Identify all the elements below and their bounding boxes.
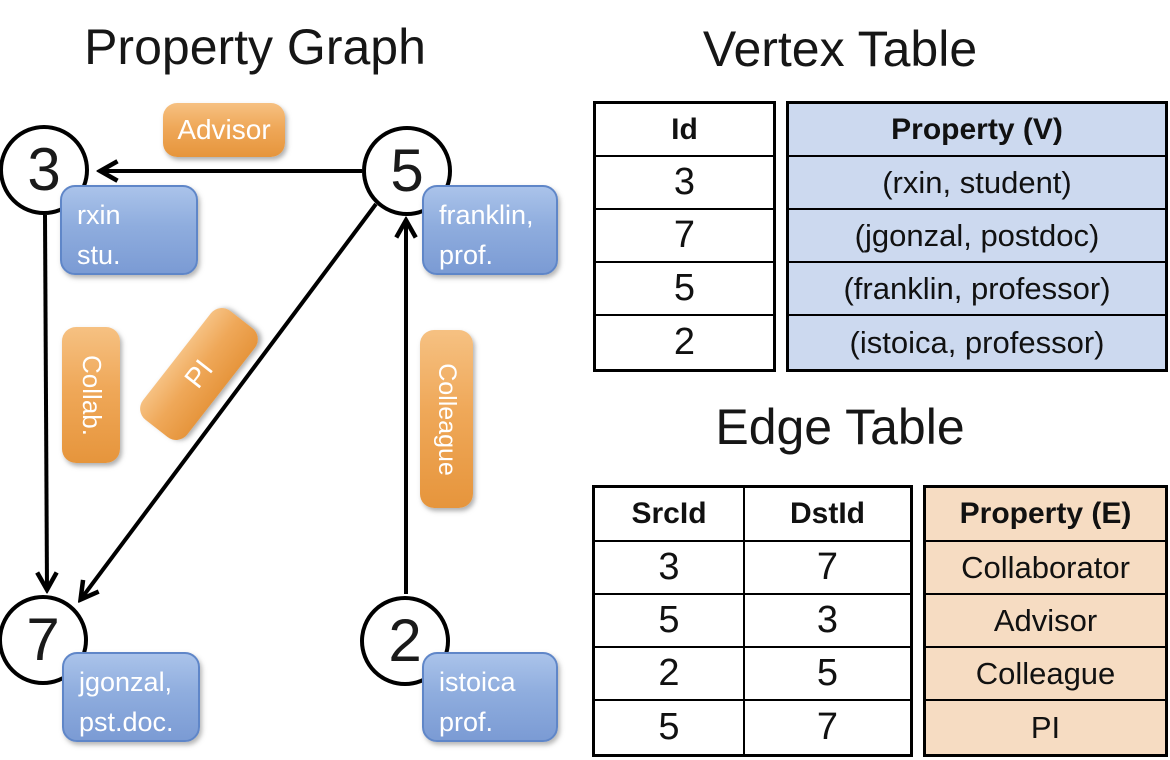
edge-table-dstid-cell: 7 [745,542,910,595]
edge-collab-3-to-7 [45,214,47,589]
edge-table-property-cell: Advisor [926,595,1165,648]
edge-table-dstid-cell: 7 [816,706,839,748]
edge-table-header-srcid: SrcId [595,488,743,542]
edge-table-title: Edge Table [715,399,965,455]
vertex-table-property-cell: (jgonzal, postdoc) [789,210,1165,263]
istoica-line1: istoica [439,667,516,697]
edge-table-header-dstid: DstId [745,488,910,542]
graph-node-3: 3 [0,125,89,215]
edge-table-srcid-column: SrcId 3 5 2 5 [595,488,745,754]
rxin-line2: stu. [77,240,121,270]
pi-pill-text: PI [178,353,219,394]
edge-table-header-property: Property (E) [926,488,1165,542]
colleague-pill-text: Colleague [433,362,461,476]
edge-pi-5-to-7 [81,202,378,599]
node-7-label: 7 [26,606,60,673]
vertex-table-id-cell: 2 [673,321,696,363]
vertex-table-header-id: Id [596,104,773,157]
edge-table-id-columns: SrcId 3 5 2 5 DstId 7 3 5 7 [592,485,913,757]
edge-table-srcid-cell: 5 [658,706,680,748]
node-5-label: 5 [390,137,424,204]
vertex-property-box-istoica: istoica prof. [422,652,558,742]
edge-label-collab: Collab. [62,327,120,463]
edge-table-dstid-column: DstId 7 3 5 7 [745,488,910,754]
vertex-property-box-jgonzal: jgonzal, pst.doc. [62,652,200,742]
edge-table-property-cell: PI [926,701,1165,754]
jgonzal-line2: pst.doc. [79,707,174,737]
edge-table-dstid-cell: 3 [745,595,910,648]
edge-table-srcid-cell: 3 [595,542,743,595]
vertex-table-property-cell: (istoica, professor) [789,316,1165,369]
edge-table-property-cell: Collaborator [926,542,1165,595]
edge-table-dstid-cell: 5 [745,648,910,701]
edge-table-srcid-cell: 2 [595,648,743,701]
vertex-table-property-cell: (rxin, student) [789,157,1165,210]
node-2-label: 2 [388,607,422,674]
vertex-table-property-cell: (franklin, professor) [789,263,1165,316]
istoica-line2: prof. [439,707,494,737]
node-3-label: 3 [27,136,61,203]
rxin-line1: rxin [77,200,121,230]
vertex-table-header-property: Property (V) [789,104,1165,157]
franklin-line1: franklin, [439,200,534,230]
edge-table-property-cell: Colleague [926,648,1165,701]
edge-table-srcid-cell: 5 [595,595,743,648]
advisor-pill-text: Advisor [177,114,271,145]
vertex-table-id-column: Id 3 7 5 2 [593,101,776,372]
edge-label-advisor: Advisor [163,103,285,157]
collab-pill-text: Collab. [76,354,107,436]
vertex-table-id-cell: 3 [596,157,773,210]
franklin-line2: prof. [439,240,494,270]
vertex-table-id-cell: 5 [596,263,773,316]
edge-table-property-column: Property (E) Collaborator Advisor Collea… [923,485,1168,757]
vertex-table-id-cell: 7 [596,210,773,263]
jgonzal-line1: jgonzal, [79,667,173,697]
vertex-property-box-franklin: franklin, prof. [422,185,558,275]
vertex-property-box-rxin: rxin stu. [60,185,198,275]
vertex-table-title: Vertex Table [702,21,978,77]
property-graph-title: Property Graph [84,19,426,75]
edge-label-colleague: Colleague [420,330,473,508]
vertex-table-property-column: Property (V) (rxin, student) (jgonzal, p… [786,101,1168,372]
